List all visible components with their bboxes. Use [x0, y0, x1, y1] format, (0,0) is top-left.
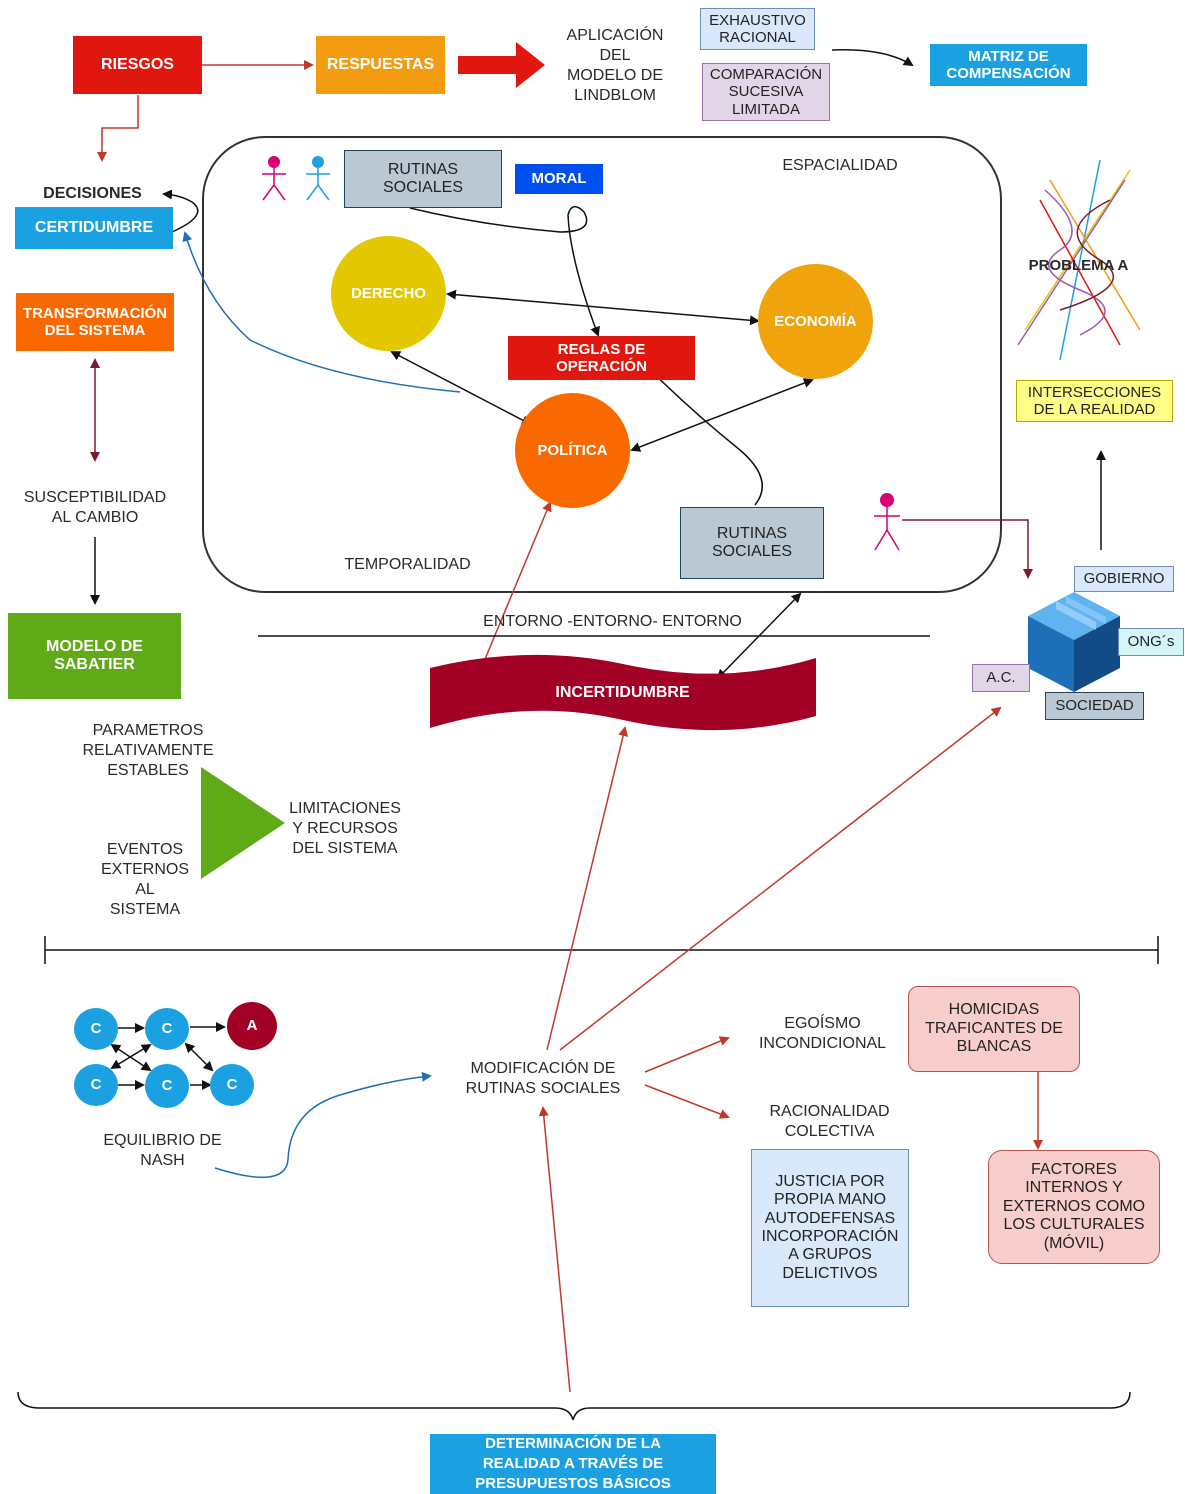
intersecciones-box: INTERSECCIONES DE LA REALIDAD	[1016, 380, 1173, 422]
person-icon-blue	[306, 156, 330, 201]
reglas-operacion-box: REGLAS DE OPERACIÓN	[508, 336, 695, 380]
person-icon-right	[874, 493, 900, 551]
temporalidad-label: TEMPORALIDAD	[344, 556, 471, 573]
ongs-tag: ONG´s	[1118, 628, 1184, 656]
nash-node-c3: C	[74, 1064, 118, 1106]
determinacion-box: DETERMINACIÓN DE LA REALIDAD A TRAVÉS DE…	[430, 1434, 716, 1494]
exhaustivo-racional-box: EXHAUSTIVO RACIONAL	[700, 8, 815, 50]
ac-tag: A.C.	[972, 664, 1030, 692]
matriz-compensacion-box: MATRIZ DE COMPENSACIÓN	[930, 44, 1087, 86]
eventos-label: EVENTOS EXTERNOS AL SISTEMA	[100, 841, 189, 918]
person-icon-magenta	[262, 156, 286, 201]
certidumbre-box: CERTIDUMBRE	[15, 207, 173, 249]
riesgos-box: RIESGOS	[73, 36, 202, 94]
justicia-box: JUSTICIA POR PROPIA MANO AUTODEFENSAS IN…	[751, 1149, 909, 1307]
comparacion-sucesiva-box: COMPARACIÓN SUCESIVA LIMITADA	[702, 63, 830, 121]
equilibrio-nash-label: EQUILIBRIO DE NASH	[103, 1132, 222, 1169]
transformacion-box: TRANSFORMACIÓN DEL SISTEMA	[16, 293, 174, 351]
egoismo-label: EGOÍSMO INCONDICIONAL	[758, 1015, 887, 1052]
economia-circle: ECONOMÍA	[758, 264, 873, 379]
rutinas-sociales-top-box: RUTINAS SOCIALES	[344, 150, 502, 208]
factores-box: FACTORES INTERNOS Y EXTERNOS COMO LOS CU…	[988, 1150, 1160, 1264]
derecho-circle: DERECHO	[331, 236, 446, 351]
politica-circle: POLÍTICA	[515, 393, 630, 508]
nash-node-c1: C	[74, 1008, 118, 1050]
problema-a-label: PROBLEMA A	[1028, 257, 1129, 274]
moral-box: MORAL	[515, 164, 603, 194]
incertidumbre-label: INCERTIDUMBRE	[555, 683, 690, 701]
decisiones-label: DECISIONES	[43, 185, 142, 202]
sabatier-box: MODELO DE SABATIER	[8, 613, 181, 699]
sociedad-tag: SOCIEDAD	[1045, 692, 1144, 720]
espacialidad-label: ESPACIALIDAD	[782, 157, 898, 174]
entorno-label: ENTORNO -ENTORNO- ENTORNO	[483, 613, 742, 630]
respuestas-box: RESPUESTAS	[316, 36, 445, 94]
cube-icon	[1028, 592, 1120, 692]
limitaciones-label: LIMITACIONES Y RECURSOS DEL SISTEMA	[289, 800, 401, 857]
homicidas-box: HOMICIDAS TRAFICANTES DE BLANCAS	[908, 986, 1080, 1072]
sabatier-triangle	[201, 767, 285, 879]
nash-node-a: A	[227, 1002, 277, 1050]
rutinas-sociales-bottom-box: RUTINAS SOCIALES	[680, 507, 824, 579]
racionalidad-label: RACIONALIDAD COLECTIVA	[769, 1103, 890, 1140]
aplicacion-lindblom-label: APLICACIÓN DEL MODELO DE LINDBLOM	[566, 27, 664, 104]
incertidumbre-wave-shape	[430, 654, 816, 731]
nash-node-c4: C	[145, 1064, 189, 1108]
parametros-label: PARAMETROS RELATIVAMENTE ESTABLES	[82, 722, 214, 779]
nash-node-c5: C	[210, 1064, 254, 1106]
nash-node-c2: C	[145, 1008, 189, 1050]
susceptibilidad-label: SUSCEPTIBILIDAD AL CAMBIO	[23, 489, 167, 526]
gobierno-tag: GOBIERNO	[1074, 566, 1174, 592]
modificacion-rutinas-label: MODIFICACIÓN DE RUTINAS SOCIALES	[465, 1060, 621, 1097]
